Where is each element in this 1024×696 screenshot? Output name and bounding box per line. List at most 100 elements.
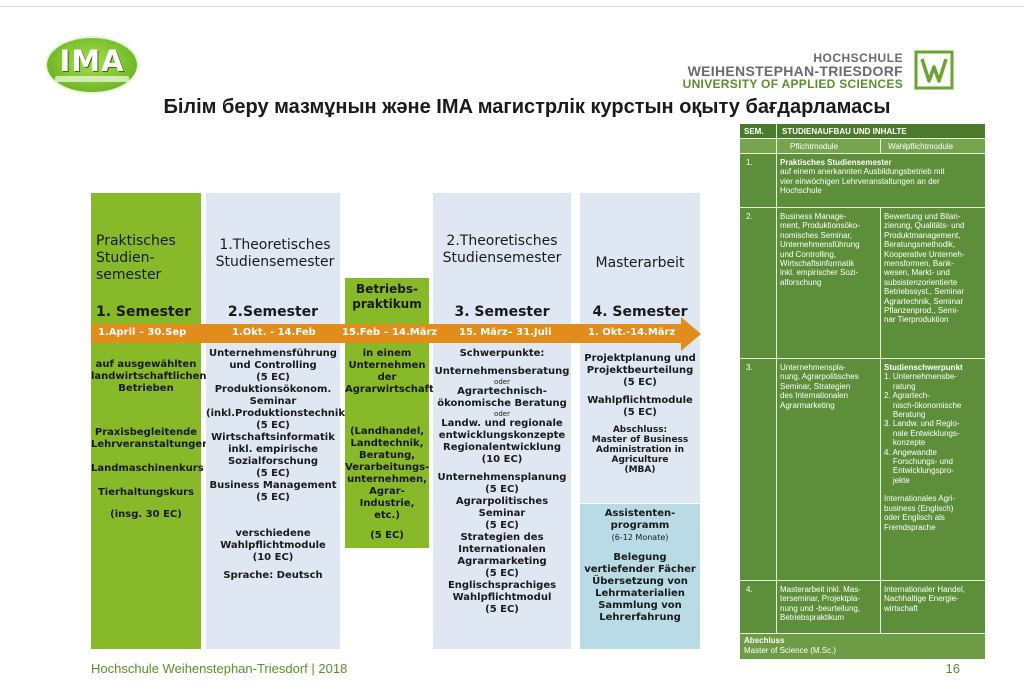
- col3-body-line: Agrar-Industrie,: [359, 486, 415, 509]
- col4-body-line: (5 EC): [485, 484, 519, 495]
- table-cell-line: ratung: [884, 381, 916, 391]
- col2-body-line: Seminar: [249, 396, 297, 407]
- date-sem4: 1. Okt.-14.März: [588, 327, 676, 338]
- col4-body-line: entwicklungskonzepte: [438, 430, 566, 441]
- table-header-sem: SEM.: [744, 127, 764, 136]
- hs-line1: HOCHSCHULE: [813, 51, 903, 65]
- col2-body-line: inkl. empirische: [228, 444, 318, 455]
- col3-body-line: in einem: [362, 348, 412, 359]
- column-second-theory-semester: 2.Theoretisches Studiensemester 3. Semes…: [433, 193, 571, 649]
- col2-body-line: (5 EC): [256, 420, 290, 431]
- assist-note: (6-12 Monate): [611, 533, 669, 542]
- table-cell-line: 3. Landw. und Regio-: [884, 419, 960, 429]
- col4-heading: 2.Theoretisches Studiensemester: [433, 233, 571, 267]
- col5-body-line: Projektplanung und: [584, 353, 696, 364]
- col3-body: in einem Unternehmen der Agrarwirtschaft…: [345, 348, 434, 542]
- table-row: 1. Praktisches Studiensemester auf einem…: [740, 154, 985, 207]
- col5-body: Projektplanung und Projektbeurteilung (5…: [580, 353, 700, 475]
- table-cell-line: Agrartechnik, Seminar: [884, 296, 964, 306]
- table-cell-line: Beratungsmethodik,: [884, 240, 956, 250]
- table-divider: [740, 153, 985, 154]
- col3-heading: Betriebs- praktikum: [345, 282, 429, 312]
- table-divider: [740, 358, 985, 359]
- col5-body-line: Agriculture: [611, 455, 669, 465]
- col1-heading-line: Studien-: [96, 250, 155, 266]
- table-footer-row: Abschluss Master of Science (M.Sc.): [740, 634, 985, 659]
- degree-label: Master of Science (M.Sc.): [744, 646, 837, 655]
- row4-pflicht: Masterarbeit inkl. Mas-terseminar, Proje…: [780, 585, 861, 623]
- col1-heading: Praktisches Studien- semester: [96, 233, 176, 284]
- spacer: [206, 504, 340, 528]
- table-cell-line: mensformen, Bank-: [884, 259, 954, 269]
- col1-body-line: Lehrveranstaltungen: [91, 439, 210, 450]
- table-header-wahl: Wahlpflichtmodule: [888, 142, 954, 151]
- page-number: 16: [945, 661, 960, 676]
- row2-wahl: Bewertung und Bilan-zierung, Qualitäts- …: [884, 212, 965, 325]
- col3-heading-line: praktikum: [352, 297, 422, 311]
- col4-body-line: oder: [494, 378, 510, 386]
- table-cell-line: 4. Angewandte: [884, 447, 937, 457]
- col4-heading-line: Studiensemester: [442, 250, 562, 266]
- table-header-row: SEM. STUDIENAUFBAU UND INHALTE: [740, 124, 985, 138]
- col4-heading-line: 2.Theoretisches: [446, 233, 558, 249]
- table-cell-line: ment, Produktionsöko-: [780, 221, 861, 231]
- col1-body-line: Tierhaltungskurs: [97, 487, 195, 498]
- col4-body-line: Strategien des: [460, 532, 544, 543]
- col2-body-line: (10 EC): [252, 552, 294, 563]
- table-cell-line: wesen, Markt- und: [884, 268, 950, 278]
- col2-heading-line: Studiensemester: [215, 254, 335, 270]
- col4-semester: 3. Semester: [454, 304, 550, 320]
- table-cell-line: Unternehmensführung: [780, 240, 860, 250]
- assistant-program-body: Assistenten- programm (6-12 Monate) Bele…: [580, 508, 700, 624]
- col1-body-line: auf ausgewählten: [95, 359, 197, 370]
- table-cell-line: Nachhaltige Energie-: [884, 594, 959, 604]
- col1-body-line: Praxisbegleitende: [94, 427, 198, 438]
- col1-body-line: landwirtschaftlichen: [91, 371, 207, 382]
- spacer: [345, 522, 429, 530]
- table-cell-line: nung und -beurteilung,: [780, 603, 861, 613]
- table-cell-line: [884, 485, 963, 494]
- date-sem1: 1.April – 30.Sep: [98, 327, 187, 338]
- col5-body-line: Projektbeurteilung: [586, 365, 694, 376]
- hochschule-logo-icon: [914, 50, 954, 90]
- assistant-program-box: Assistenten- programm (6-12 Monate) Bele…: [580, 504, 700, 649]
- table-cell-line: subsistenzorientierte: [884, 277, 958, 287]
- table-cell-line: alforschung: [780, 277, 822, 287]
- assist-body-line: vertiefender Fächer: [584, 564, 696, 575]
- top-rule: [0, 0, 1024, 7]
- table-cell-line: Beratung: [884, 410, 926, 420]
- col2-body-line: (inkl.Produktionstechnik): [206, 408, 350, 419]
- table-cell-line: Kooperative Unterneh-: [884, 249, 965, 259]
- col4-body-line: Regionalentwicklung: [443, 442, 561, 453]
- table-cell-line: Betriebspraktikum: [780, 613, 845, 623]
- col2-semester: 2.Semester: [227, 304, 319, 320]
- hochschule-logo-text: HOCHSCHULE WEIHENSTEPHAN-TRIESDORF UNIVE…: [683, 52, 903, 91]
- col4-body-line: Agrarmarketing: [457, 556, 547, 567]
- col3-body-line: Landtechnik,: [350, 438, 424, 449]
- assist-title-line: programm: [610, 520, 670, 531]
- date-sem3: 15. März– 31.Juli: [459, 327, 552, 338]
- col3-heading-line: Betriebs-: [356, 282, 418, 296]
- table-cell-line: Masterarbeit inkl. Mas-: [780, 585, 861, 594]
- table-cell-line: nung, Agrarpolitisches: [780, 372, 859, 382]
- column-practical-semester: Praktisches Studien- semester 1. Semeste…: [91, 193, 210, 649]
- col4-body-line: Landw. und regionale: [441, 418, 563, 429]
- table-col-divider: [776, 124, 777, 634]
- table-cell-line: jekte: [884, 475, 910, 485]
- assist-title-line: Assistenten-: [604, 508, 676, 519]
- col4-body-line: (5 EC): [485, 568, 519, 579]
- hs-line2: WEIHENSTEPHAN-TRIESDORF: [687, 63, 903, 79]
- col2-body-line: Business Management: [209, 480, 337, 491]
- timeline-arrow-bar: [91, 324, 683, 343]
- col5-body-line: Administration in: [595, 445, 685, 455]
- table-cell-line: business (Englisch): [884, 503, 954, 513]
- abschluss-label: Abschluss: [744, 636, 785, 645]
- ima-logo-subline: [55, 76, 129, 82]
- col5-body-line: (5 EC): [623, 407, 657, 418]
- row2-pflicht: Business Manage-ment, Produktionsöko-nom…: [780, 212, 860, 287]
- row1-line: Praktisches Studiensemester: [780, 158, 892, 167]
- col5-body-line: (MBA): [624, 465, 656, 475]
- col5-body-line: (5 EC): [623, 377, 657, 388]
